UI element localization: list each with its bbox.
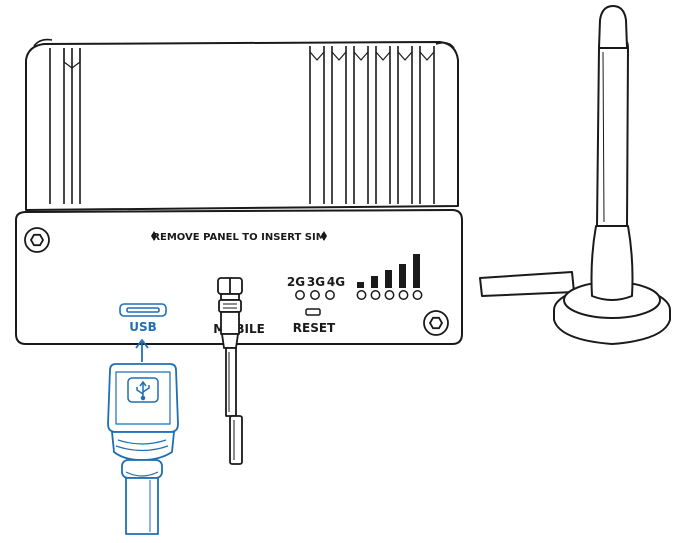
network-label-3g: 3G (307, 275, 325, 289)
instruction-text: REMOVE PANEL TO INSERT SIM (152, 232, 325, 243)
usb-icon (127, 377, 159, 403)
network-indicators: 2G 3G 4G (287, 275, 345, 300)
signal-bar-2 (371, 276, 378, 288)
usb-cable (107, 339, 179, 535)
reset-label: RESET (293, 321, 336, 335)
mobile-antenna-cable (217, 277, 243, 465)
signal-bar-4 (399, 264, 406, 288)
cooling-ribs-right (309, 46, 435, 204)
signal-bar-5 (413, 254, 420, 288)
signal-bar-1 (357, 282, 364, 288)
reset-control: RESET (293, 308, 336, 335)
reset-button[interactable] (305, 308, 321, 316)
external-antenna (479, 5, 671, 345)
signal-led-1 (356, 290, 367, 300)
arrow-up-down-icon (321, 231, 327, 241)
signal-led-2 (370, 290, 381, 300)
network-label-4g: 4G (327, 275, 345, 289)
led-3g (310, 290, 320, 300)
usb-port: USB (119, 303, 167, 334)
cooling-ribs-left (49, 48, 81, 204)
signal-led-3 (384, 290, 395, 300)
signal-bar-3 (385, 270, 392, 288)
signal-strength-indicator (356, 254, 423, 300)
led-4g (325, 290, 335, 300)
signal-led-4 (398, 290, 409, 300)
network-label-2g: 2G (287, 275, 305, 289)
led-2g (295, 290, 305, 300)
signal-led-5 (412, 290, 423, 300)
usb-label: USB (129, 320, 157, 334)
sim-panel-instruction: REMOVE PANEL TO INSERT SIM (151, 231, 327, 243)
arrow-up-down-icon (151, 231, 157, 241)
hex-screw-icon (24, 227, 50, 253)
hex-screw-icon (423, 310, 449, 336)
usb-port-icon (119, 303, 167, 317)
